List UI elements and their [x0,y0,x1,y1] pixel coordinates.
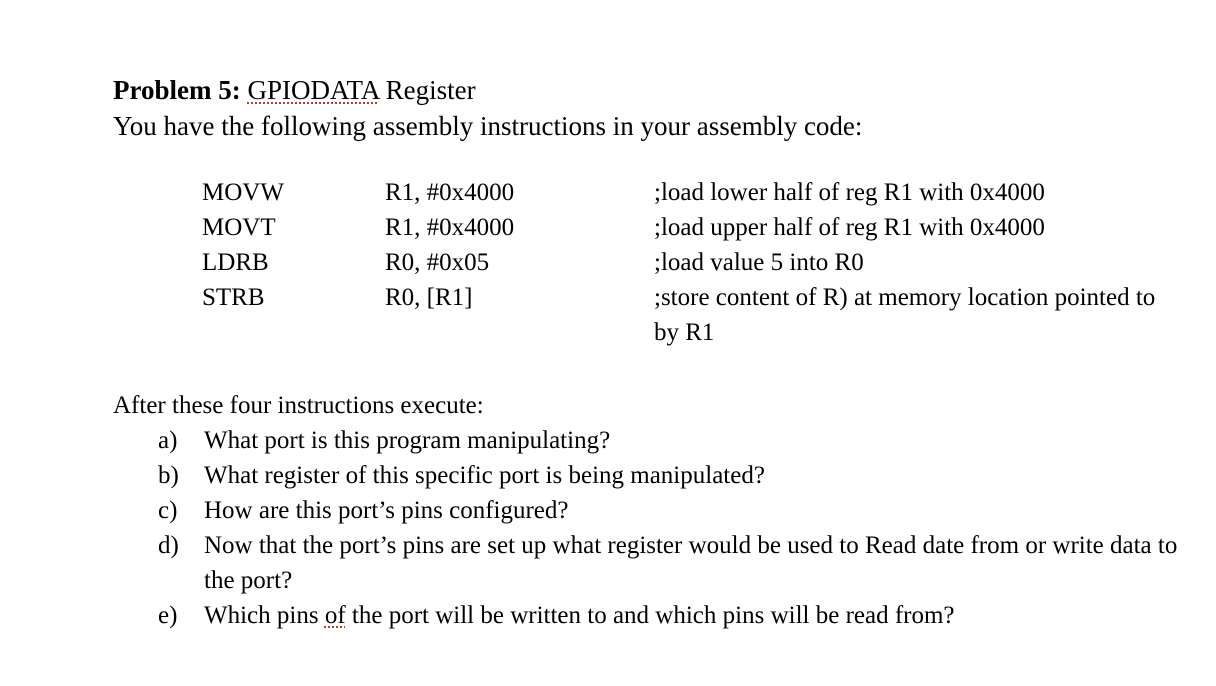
problem-label: Problem 5: [113,75,241,105]
question-label: b) [158,462,179,489]
code-comment: ;load lower half of reg R1 with 0x4000 [654,179,1045,206]
operands: R0, [R1] [385,284,473,311]
question-list: a) What port is this program manipulatin… [158,423,1198,633]
opcode: MOVW [202,179,284,206]
question-text: Which pins of the port will be written t… [204,602,955,629]
question-label: a) [158,427,178,454]
opcode: LDRB [202,249,269,276]
after-execute-text: After these four instructions execute: [113,392,484,419]
problem-heading: Problem 5: GPIODATA Register [113,72,476,108]
question-item: d) Now that the port’s pins are set up w… [158,528,1198,598]
opcode: MOVT [202,214,276,241]
opcode: STRB [202,284,265,311]
heading-rest: Register [385,75,476,105]
question-item: c) How are this port’s pins configured? [158,493,1198,528]
question-text: How are this port’s pins configured? [204,497,569,524]
register-name: GPIODATA [247,75,379,105]
question-item: a) What port is this program manipulatin… [158,423,1198,458]
question-text-end: the port will be written to and which pi… [345,602,955,629]
operands: R0, #0x05 [385,249,490,276]
operands: R1, #0x4000 [385,179,515,206]
question-label: e) [158,602,178,629]
question-text: What port is this program manipulating? [204,427,611,454]
intro-text: You have the following assembly instruct… [113,111,863,141]
code-comment: ;store content of R) at memory location … [654,284,1156,346]
question-text-start: Which pins [204,602,325,629]
question-text: What register of this specific port is b… [204,462,765,489]
question-text: Now that the port’s pins are set up what… [204,532,1178,594]
code-comment: ;load value 5 into R0 [654,249,864,276]
question-label: d) [158,532,179,559]
question-item: e) Which pins of the port will be writte… [158,598,1198,633]
question-label: c) [158,497,178,524]
flagged-word: of [324,602,346,629]
code-comment: ;load upper half of reg R1 with 0x4000 [654,214,1045,241]
question-item: b) What register of this specific port i… [158,458,1198,493]
operands: R1, #0x4000 [385,214,515,241]
